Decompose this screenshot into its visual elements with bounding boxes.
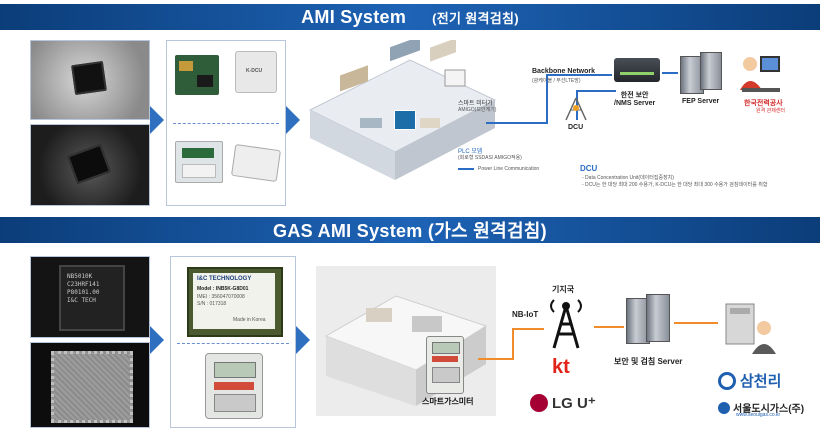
plc-legend-label: Power Line Communication [478,166,540,172]
chip-text-3: P80101.00 [67,289,100,296]
kepco-sub: 원격 관제센터 [756,108,785,114]
kdcu-device: K-DCU [235,51,277,93]
samchully-logo: 삼천리 [740,373,782,390]
ami-title: AMI System [301,6,407,27]
lg-logo-icon [530,394,548,412]
gas-arrow-2 [296,326,310,354]
gas-module-panel: I&C TECHNOLOGY Model : INB5K-G8D01 IMEI … [170,256,296,428]
backbone-line-2 [576,90,616,92]
admin-user-icon [725,303,776,354]
seoul-gas-logo: 서울도시가스(주) [733,404,805,415]
plc-modem-label: PLC 모뎀 [458,149,483,155]
gas-meter-device [205,353,263,419]
dcu-desc-2: - DCU는 한 대당 최대 200 수용가, K-DCU는 한 대당 최대 3… [582,182,768,188]
security-server-label: 한전 보안 /NMS Server [614,92,656,107]
dcu-tower-icon [565,97,587,121]
smart-gas-meter-label: 스마트가스미터 [422,397,474,406]
metering-server-label: 보안 및 검침 Server [614,357,683,366]
kdcu-label: K-DCU [246,68,263,74]
plc-line-h1 [486,122,546,124]
cell-tower-icon [550,299,582,349]
backbone-label: Backbone Network [532,68,596,75]
admin-user-icon [740,56,780,92]
gas-title: GAS AMI System (가스 원격검침) [273,221,547,241]
backbone-sub: (광케이블 / 무선LTE망) [532,78,581,84]
ami-arrow-1 [150,106,164,134]
nbiot-line-5 [674,322,718,324]
server-icon [646,294,670,342]
chip-text-1: NB5010K [67,273,93,280]
module-brand: I&C TECHNOLOGY [197,276,252,282]
chip-text-2: C23HRF141 [67,281,100,288]
pcb-board-icon [175,55,219,95]
panel-divider [173,123,279,124]
nbiot-line-4 [594,326,624,328]
nbiot-module: I&C TECHNOLOGY Model : INB5K-G8D01 IMEI … [187,267,283,337]
dcu-title: DCU [580,164,598,173]
gas-apartment-illustration: 스마트가스미터 [316,266,496,416]
nbiot-label: NB-IoT [512,310,539,319]
panel-divider [177,343,289,344]
nbiot-line-2 [512,328,514,360]
ami-meter-screen [394,110,416,130]
module-sn: S/N : 017318 [197,301,227,307]
dcu-desc-1: - Data Concentration Unit(데이터집중장치) [582,175,674,181]
module-imei: IMEI : 356047070008 [197,294,245,300]
ami-chip-photo-1 [30,40,150,120]
chip-icon: NB5010K C23HRF141 P80101.00 I&C TECH [59,265,125,331]
plc-modem-sub: (회로형 SSDAS/ AMIGO적용) [458,155,522,161]
seoul-gas-url: www.seoulgas.co.kr [736,412,781,418]
dcu-line [576,90,578,120]
server-icon [700,52,722,90]
ami-banner: AMI System (전기 원격검침) [0,4,820,30]
module-tag: Made in Korea [233,317,266,323]
chip-icon [51,351,133,423]
fep-server-label: FEP Server [682,98,720,105]
module-model: Model : INB5K-G8D01 [197,286,249,292]
ami-chip-photo-2 [30,124,150,206]
lg-logo: LG U⁺ [552,395,596,412]
server-link-line [662,72,678,74]
gas-chip-photo-2 [30,342,150,428]
gas-chip-photo-1: NB5010K C23HRF141 P80101.00 I&C TECH [30,256,150,338]
ami-subtitle: (전기 원격검침) [432,10,519,26]
chip-icon [71,60,107,96]
seoul-gas-logo-icon [718,402,730,414]
ami-apartment-illustration [308,40,497,180]
smart-meter-sub: AMIGO(보안계기) [458,107,497,113]
dcu-label: DCU [568,124,584,131]
plc-line-v1 [546,74,548,124]
base-station-label: 기지국 [552,285,575,294]
backbone-line-1 [546,74,612,76]
gas-arrow-1 [150,326,164,354]
gas-banner: GAS AMI System (가스 원격검침) [0,217,820,243]
nbiot-line-3 [512,328,544,330]
meter-icon [426,336,464,394]
plc-modem-device [230,143,282,183]
nbiot-line-1 [478,358,512,360]
ami-device-panel: K-DCU [166,40,286,206]
meter-icon [175,141,223,183]
plc-legend-line [458,168,474,170]
kepco-name: 한국전력공사 [744,100,783,107]
ami-arrow-2 [286,106,300,134]
chip-brand: I&C TECH [67,297,96,304]
chip-icon [66,143,112,185]
router-icon [614,58,660,82]
smart-meter-label: 스마트 미터기 [458,101,493,107]
samchully-logo-icon [718,372,736,390]
kt-logo: kt [552,356,570,378]
